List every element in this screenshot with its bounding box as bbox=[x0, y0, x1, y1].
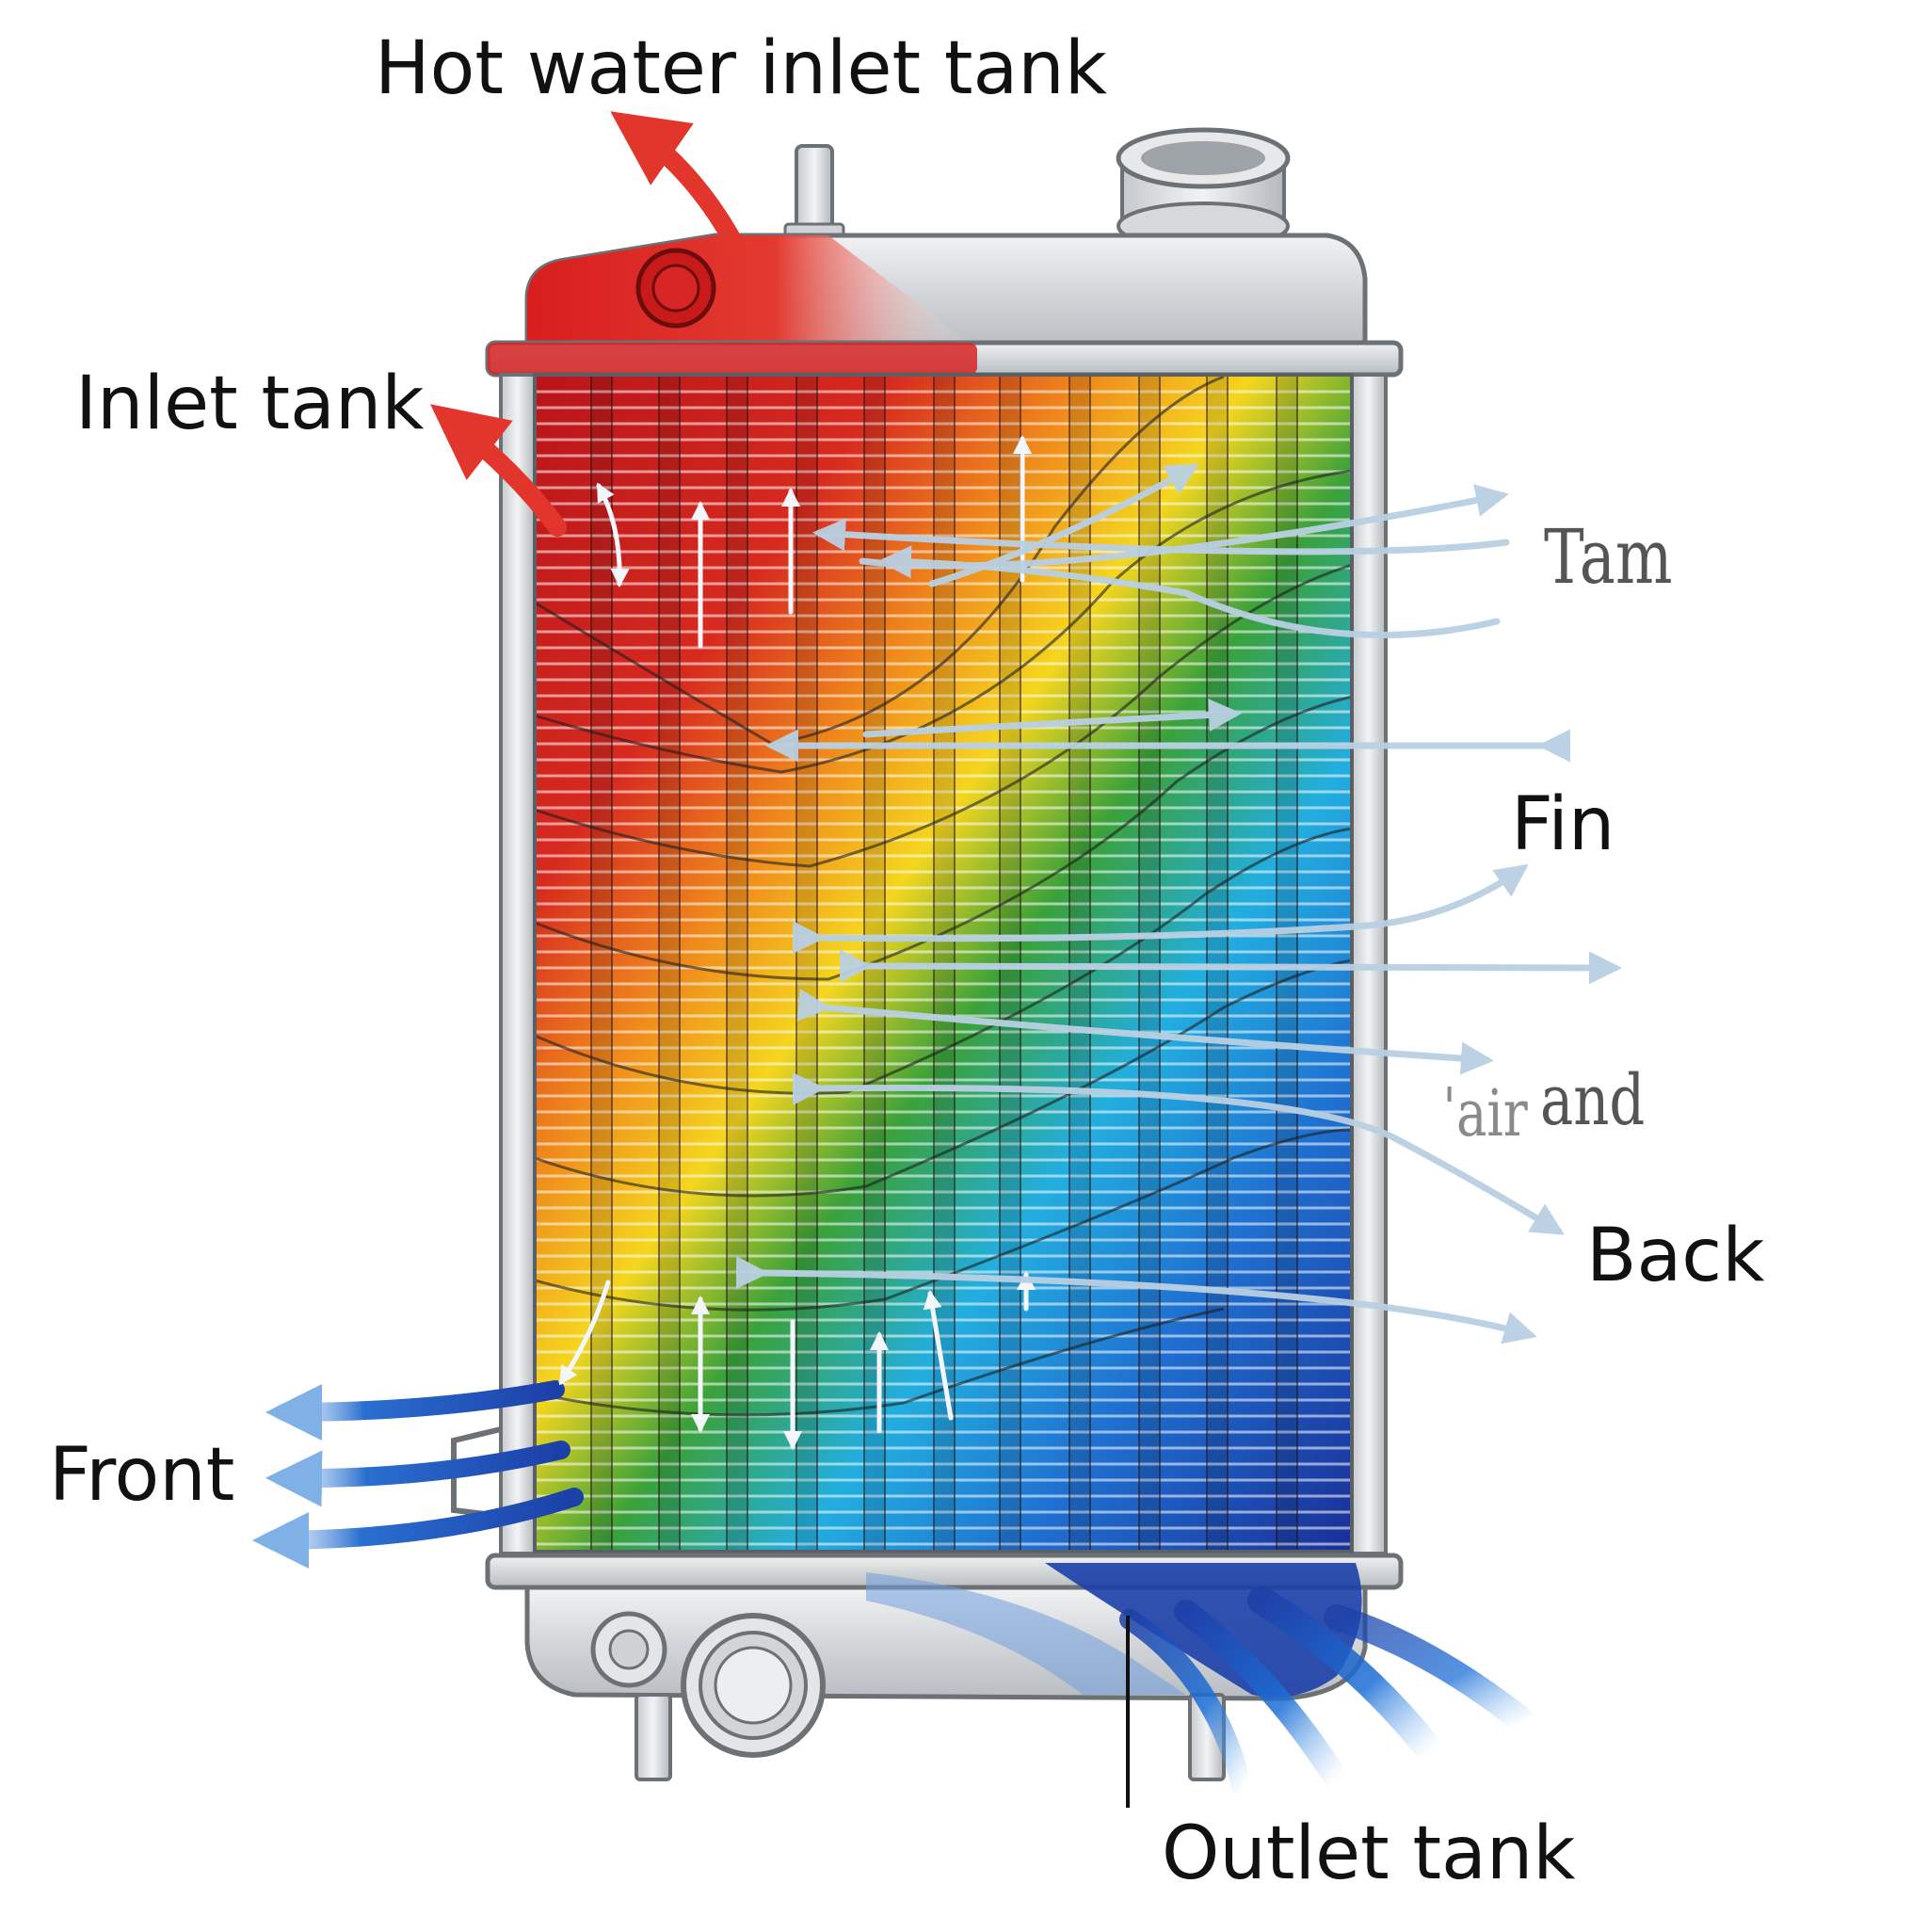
bottom-left-stub-pipe bbox=[635, 1693, 672, 1781]
fin-label: Fin bbox=[1511, 782, 1615, 867]
tube-column-3 bbox=[795, 375, 818, 1552]
airflow-arrow-10 bbox=[792, 1071, 1565, 1235]
contour-line-1 bbox=[535, 469, 1352, 774]
airflow-arrow-4 bbox=[928, 463, 1200, 588]
flow-arrow-bottom-left bbox=[558, 1280, 611, 1386]
top-tank-flange-hot bbox=[488, 343, 977, 375]
and-label: and bbox=[1540, 1060, 1646, 1141]
bottom-tank bbox=[485, 1553, 1404, 1781]
outlet-tank-blue-band bbox=[866, 1572, 1186, 1695]
airflow-arrow-8 bbox=[839, 949, 1622, 985]
airflow-arrow-7 bbox=[792, 863, 1529, 955]
air-label: ˈair bbox=[1442, 1077, 1528, 1151]
airflow-arrow-6 bbox=[862, 698, 1242, 738]
airflow-arrow-9 bbox=[796, 988, 1494, 1075]
tube-column-0 bbox=[590, 375, 613, 1552]
hot-water-inlet-tank-red bbox=[527, 235, 979, 350]
left-side-rail bbox=[499, 373, 537, 1555]
front-cold-air-arrows bbox=[252, 1380, 584, 1569]
cold-stream-2 bbox=[1174, 1600, 1349, 1792]
tam-label: Tam bbox=[1544, 513, 1673, 601]
flow-arrow-inlet-curve bbox=[596, 482, 630, 588]
top-tank bbox=[485, 233, 1404, 378]
hot-water-inlet-arrow bbox=[610, 111, 747, 260]
front-arrow-2 bbox=[265, 1441, 570, 1507]
front-arrow-3 bbox=[252, 1488, 584, 1569]
cold-stream-1 bbox=[1119, 1609, 1253, 1799]
bottom-drain-plug-inner bbox=[608, 1629, 650, 1670]
cold-outlet-streams bbox=[1119, 1586, 1538, 1799]
front-arrow-1 bbox=[265, 1380, 565, 1441]
inlet-tank-arrow bbox=[430, 404, 567, 537]
cold-stream-4 bbox=[1324, 1604, 1538, 1736]
top-tank-cap-inner bbox=[651, 264, 700, 313]
airflow-arrow-11 bbox=[735, 1256, 1537, 1344]
hot-water-arrows bbox=[430, 111, 747, 537]
inlet-tank-label: Inlet tank bbox=[75, 362, 425, 446]
hot-water-inlet-tank-label: Hot water inlet tank bbox=[375, 26, 1107, 111]
tube-column-2 bbox=[726, 375, 748, 1552]
top-fittings bbox=[783, 127, 1291, 303]
contour-line-0 bbox=[535, 375, 1225, 746]
outlet-tank-label: Outlet tank bbox=[1162, 1811, 1576, 1896]
back-label: Back bbox=[1586, 1214, 1765, 1298]
front-label: Front bbox=[49, 1433, 235, 1518]
bottom-outlet-pipe-inner bbox=[714, 1646, 793, 1725]
top-left-stub-pipe bbox=[795, 144, 834, 237]
top-outlet-pipe-opening bbox=[1141, 141, 1265, 175]
airflow-arrows bbox=[735, 463, 1622, 1344]
airflow-arrow-1 bbox=[812, 518, 1510, 555]
tube-column-7 bbox=[1068, 375, 1091, 1552]
cold-stream-3 bbox=[1247, 1586, 1445, 1765]
